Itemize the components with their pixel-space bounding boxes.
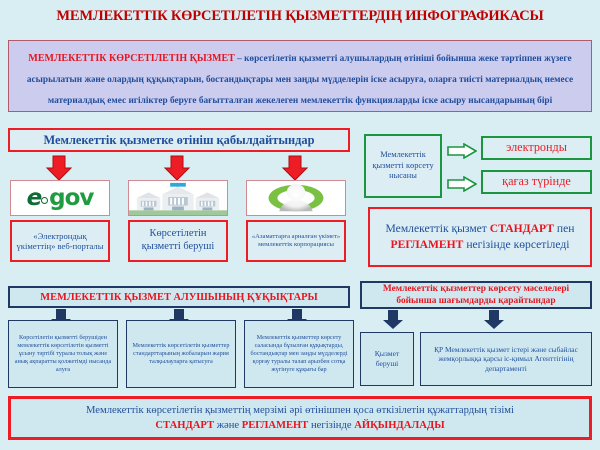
- complaints-item-agency: ҚР Мемлекеттік қызмет істері және сыбайл…: [420, 332, 592, 386]
- definition-body: – көрсетілетін қызметті алушылардың өтін…: [26, 54, 574, 107]
- complaints-header: Мемлекеттік қызметтер көрсету мәселелері…: [360, 281, 592, 309]
- footer-banner: Мемлекеттік көрсетілетін қызметтің мерзі…: [8, 396, 592, 440]
- footer-word-regulation: РЕГЛАМЕНТ: [241, 420, 309, 431]
- service-form-source: Мемлекеттік қызметті көрсету нысаны: [364, 134, 442, 198]
- footer-word-determined: АЙҚЫНДАЛАДЫ: [354, 420, 445, 431]
- footer-word-standard: СТАНДАРТ: [155, 420, 215, 431]
- complaints-item-provider: Қызмет беруші: [360, 332, 414, 386]
- std-suffix: негізінде көрсетіледі: [463, 238, 570, 251]
- service-form-paper: қағаз түрінде: [481, 170, 592, 194]
- down-arrow-icon: [382, 310, 404, 330]
- accept-header: Мемлекеттік қызметке өтініш қабылдайтынд…: [8, 128, 350, 152]
- down-arrow-icon: [45, 155, 73, 181]
- rights-item-3: Мемлекеттік қызметтер көрсету саласында …: [244, 320, 354, 388]
- right-arrow-icon: [447, 175, 478, 193]
- channel-label-citizens-corp: «Азаматтарға арналған үкімет» мемлекетті…: [246, 220, 346, 262]
- down-arrow-icon: [483, 310, 505, 330]
- egov-gov-text: gov: [49, 185, 94, 211]
- down-arrow-icon: [163, 155, 191, 181]
- definition-term: МЕМЛЕКЕТТІК КӨРСЕТІЛЕТІН ҚЫЗМЕТ: [28, 53, 235, 64]
- std-word-standard: СТАНДАРТ: [489, 222, 554, 236]
- std-word-regulation: РЕГЛАМЕНТ: [390, 238, 464, 251]
- definition-box: МЕМЛЕКЕТТІК КӨРСЕТІЛЕТІН ҚЫЗМЕТ – көрсет…: [8, 40, 592, 112]
- service-form-electronic: электронды: [481, 136, 592, 160]
- right-arrow-icon: [447, 142, 478, 160]
- down-arrow-icon: [281, 155, 309, 181]
- rights-item-2: Мемлекеттік көрсетілетін қызметтер станд…: [126, 320, 236, 388]
- channel-label-egov: «Электрондық үкіметтің» веб-порталы: [10, 220, 110, 262]
- footer-mid1: және: [214, 420, 242, 431]
- egov-dot-icon: [41, 196, 49, 204]
- standard-regulation-box: Мемлекеттік қызмет СТАНДАРТ пен РЕГЛАМЕН…: [368, 207, 592, 267]
- citizens-government-logo-icon: [246, 180, 346, 216]
- rights-item-1: Көрсетілетін қызметті берушіден мемлекет…: [8, 320, 118, 388]
- government-building-icon: [128, 180, 228, 216]
- channel-label-service-provider: Көрсетілетін қызметті беруші: [128, 220, 228, 262]
- footer-mid2: негізінде: [308, 420, 355, 431]
- std-middle: пен: [554, 222, 575, 236]
- std-prefix: Мемлекеттік қызмет: [385, 222, 490, 236]
- page-title: МЕМЛЕКЕТТІК КӨРСЕТІЛЕТІН ҚЫЗМЕТТЕРДІҢ ИН…: [56, 8, 544, 24]
- rights-header: МЕМЛЕКЕТТІК ҚЫЗМЕТ АЛУШЫНЫҢ ҚҰҚЫҚТАРЫ: [8, 286, 350, 308]
- egov-e-text: e: [26, 185, 43, 211]
- footer-line1: Мемлекеттік көрсетілетін қызметтің мерзі…: [86, 404, 514, 416]
